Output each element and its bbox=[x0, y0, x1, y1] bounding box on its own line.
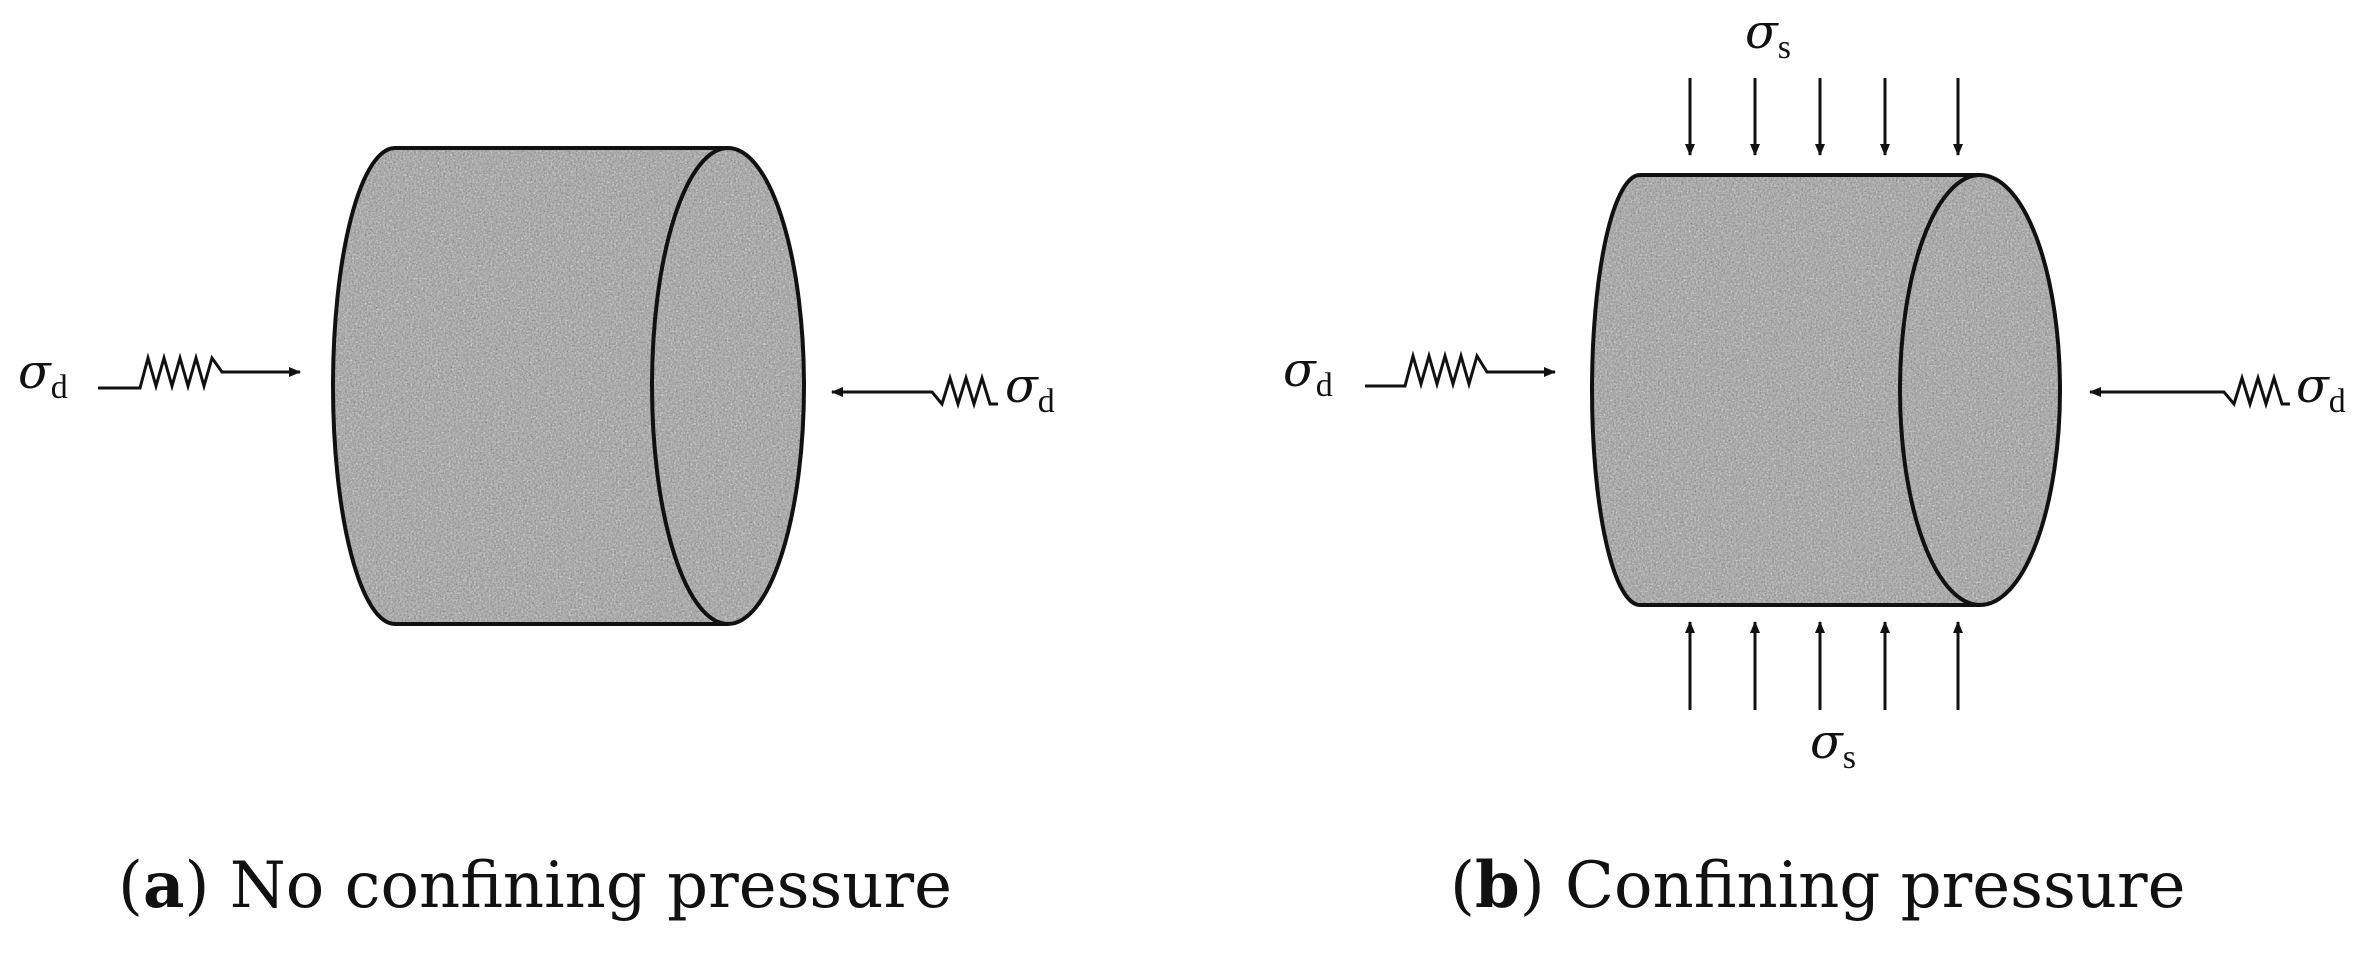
caption-a: (a) No confining pressure bbox=[118, 848, 952, 923]
load-right-b: σd bbox=[2089, 358, 2346, 420]
load-left-b: σd bbox=[1283, 342, 1556, 404]
spring-left-b bbox=[1365, 350, 1556, 390]
spring-right-a bbox=[831, 372, 998, 410]
specimen-cylinder-b bbox=[1590, 173, 2062, 607]
confining-arrows-bottom-b: σs bbox=[1685, 621, 1963, 776]
panel-b: σs σs σd σd bbox=[1283, 4, 2346, 776]
stress-label-right-b: σd bbox=[2296, 358, 2346, 420]
stress-label-left-a: σd bbox=[18, 344, 68, 406]
stress-label-right-a: σd bbox=[1005, 358, 1055, 420]
load-left-a: σd bbox=[18, 344, 301, 406]
spring-right-b bbox=[2089, 372, 2290, 410]
caption-a-text: No confining pressure bbox=[229, 849, 952, 923]
panel-a: σd σd bbox=[18, 146, 1055, 626]
stress-label-top-b: σs bbox=[1745, 4, 1791, 66]
caption-b: (b) Confining pressure bbox=[1450, 848, 2186, 923]
caption-b-letter: b bbox=[1474, 848, 1520, 923]
confining-arrows-top-b: σs bbox=[1685, 4, 1963, 156]
specimen-cylinder-a bbox=[331, 146, 806, 626]
caption-a-letter: a bbox=[142, 848, 185, 923]
spring-left-a bbox=[98, 352, 301, 392]
load-right-a: σd bbox=[831, 358, 1055, 420]
stress-label-left-b: σd bbox=[1283, 342, 1333, 404]
caption-b-text: Confining pressure bbox=[1565, 849, 2186, 923]
stress-label-bottom-b: σs bbox=[1810, 714, 1856, 776]
